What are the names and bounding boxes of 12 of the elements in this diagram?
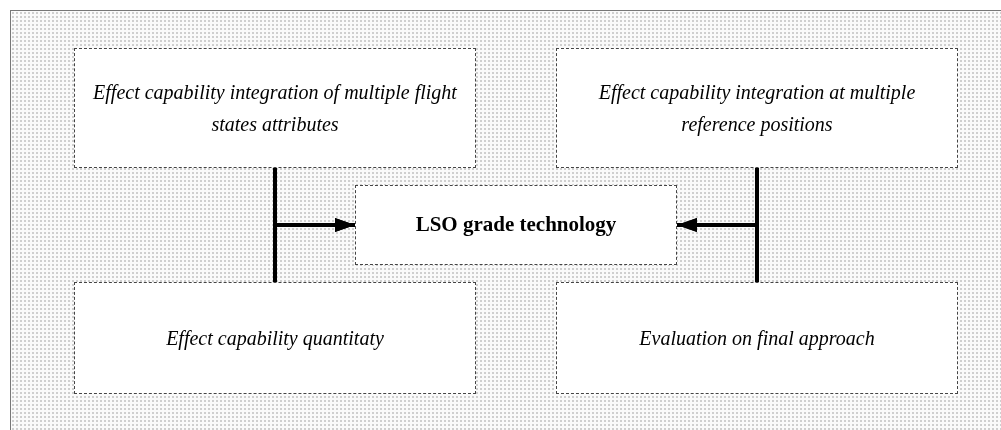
box-label: LSO grade technology (415, 211, 617, 239)
box-label: Evaluation on final approach (639, 326, 875, 352)
process-box (556, 48, 958, 168)
process-box (74, 48, 476, 168)
process-box (355, 185, 677, 265)
arrow (273, 218, 355, 282)
process-box (556, 282, 958, 394)
box-label: Effect capability integration of multiple flight states attributes (92, 80, 458, 137)
process-box (74, 282, 476, 394)
box-label: Effect capability quantitaty (166, 326, 384, 352)
arrow (677, 218, 759, 282)
box-label: Effect capability integration at multiple reference positions (597, 80, 917, 138)
